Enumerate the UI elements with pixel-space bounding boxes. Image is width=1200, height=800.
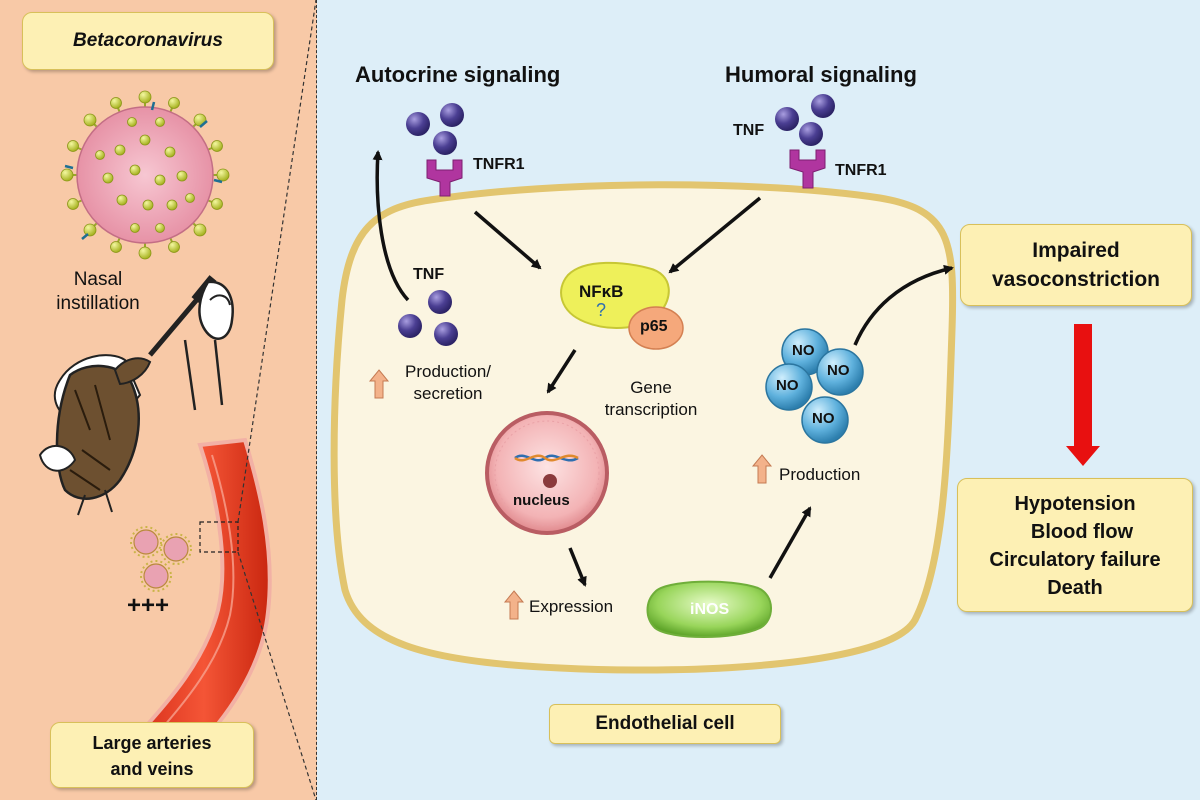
- no-molecules-icon: [765, 328, 864, 444]
- impaired-line2: vasoconstriction: [991, 268, 1161, 291]
- tnfr1-receptor-left-icon: [426, 159, 463, 197]
- no-label-4: NO: [812, 410, 835, 427]
- small-virus-cluster-icon: [130, 526, 192, 592]
- virus-label: Betacoronavirus: [73, 30, 223, 51]
- no-label-2: NO: [827, 362, 850, 379]
- mouse-nasal-instillation-icon: [38, 275, 234, 516]
- vessel-label-line1: Large arteries: [92, 733, 212, 753]
- outcomes-box: Hypotension Blood flow Circulatory failu…: [957, 478, 1193, 612]
- humoral-to-nfkb-arrow: [668, 196, 762, 274]
- nasal-label-line2: instillation: [56, 293, 140, 314]
- zoom-line-bottom: [237, 551, 317, 800]
- signaling-arrows: [372, 150, 954, 587]
- outcome-death: Death: [1047, 577, 1103, 599]
- expression-label: Expression: [529, 597, 614, 616]
- inos-enzyme-icon: [646, 580, 772, 638]
- tnf-molecules-intracellular: [398, 290, 458, 346]
- impaired-vasoconstriction-box: Impaired vasoconstriction: [960, 224, 1192, 306]
- autocrine-signaling-title: Autocrine signaling: [355, 62, 561, 87]
- autocrine-to-nfkb-arrow: [473, 210, 542, 270]
- tnf-molecules-humoral: [775, 94, 835, 146]
- panel-divider: [316, 0, 317, 800]
- production-secretion-line1: Production/: [405, 362, 491, 381]
- production-label: Production: [779, 465, 861, 484]
- inos-to-no-arrow: [768, 506, 812, 579]
- endothelial-cell-membrane: [330, 181, 957, 674]
- no-label-3: NO: [776, 377, 799, 394]
- red-outcome-arrow-icon: [1066, 324, 1100, 466]
- outcome-blood-flow: Blood flow: [958, 518, 1192, 546]
- no-label-1: NO: [792, 342, 815, 359]
- tnf-label-humoral: TNF: [733, 122, 765, 139]
- virus-particle-icon: [60, 90, 230, 260]
- gene-transcription-line2: transcription: [604, 400, 698, 419]
- production-secretion-label: Production/ secretion: [392, 361, 504, 405]
- nasal-label-line1: Nasal: [73, 269, 123, 290]
- vessel-label-box: Large arteries and veins: [50, 722, 254, 788]
- nfkb-label: NFκB: [579, 282, 624, 301]
- gene-transcription-line1: Gene: [630, 378, 672, 397]
- nfkb-question-mark: ?: [596, 300, 607, 320]
- tnfr1-label-left: TNFR1: [473, 156, 525, 173]
- outcome-circulatory-failure: Circulatory failure: [989, 549, 1161, 571]
- no-to-vasoconstriction-arrow: [853, 264, 954, 346]
- secretion-arrow: [372, 150, 410, 302]
- nfkb-to-nucleus-arrow: [546, 349, 577, 394]
- tnf-label-autocrine: TNF: [413, 266, 445, 283]
- nfkb-complex-icon: [560, 261, 684, 350]
- inos-label: iNOS: [690, 601, 730, 618]
- nasal-label: Nasal instillation: [48, 268, 148, 316]
- endothelial-label: Endothelial cell: [595, 713, 735, 734]
- vessel-label-line2: and veins: [110, 759, 194, 779]
- plus-label: +++: [127, 592, 170, 619]
- outcome-blood-flow-text: Blood flow: [1030, 521, 1134, 543]
- nucleus-icon: [485, 411, 609, 535]
- outcome-hypotension: Hypotension: [1014, 493, 1136, 515]
- tnf-molecules-autocrine-top: [406, 103, 464, 155]
- virus-label-box: Betacoronavirus: [22, 12, 274, 70]
- gene-transcription-label: Gene transcription: [596, 377, 706, 421]
- tnfr1-label-right: TNFR1: [835, 162, 887, 179]
- zoom-line-top: [237, 0, 317, 523]
- nucleus-label: nucleus: [513, 492, 570, 509]
- nucleus-to-inos-arrow: [568, 547, 587, 587]
- impaired-line1: Impaired: [1032, 239, 1120, 262]
- tnfr1-receptor-right-icon: [789, 149, 826, 189]
- endothelial-label-box: Endothelial cell: [549, 704, 781, 744]
- p65-label: p65: [640, 318, 668, 335]
- humoral-signaling-title: Humoral signaling: [725, 62, 917, 87]
- production-secretion-line2: secretion: [413, 384, 483, 403]
